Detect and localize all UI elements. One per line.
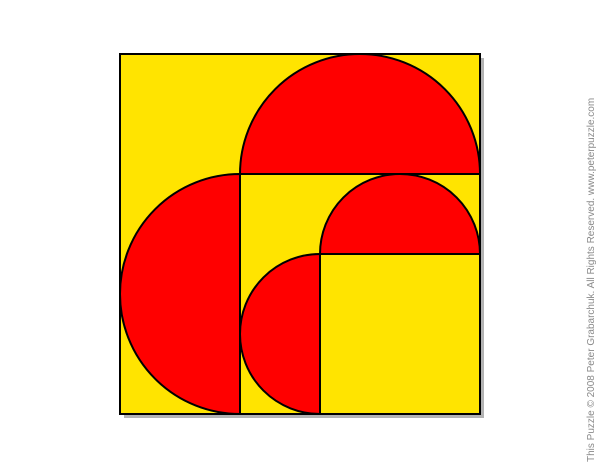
semicircle-left-large [119,173,241,415]
square-small [319,253,481,415]
copyright-text: This Puzzle © 2008 Peter Grabarchuk. All… [586,98,597,462]
semicircle-top-medium [319,173,481,255]
semicircle-top-large [239,53,481,175]
semicircle-left-medium [239,253,321,415]
